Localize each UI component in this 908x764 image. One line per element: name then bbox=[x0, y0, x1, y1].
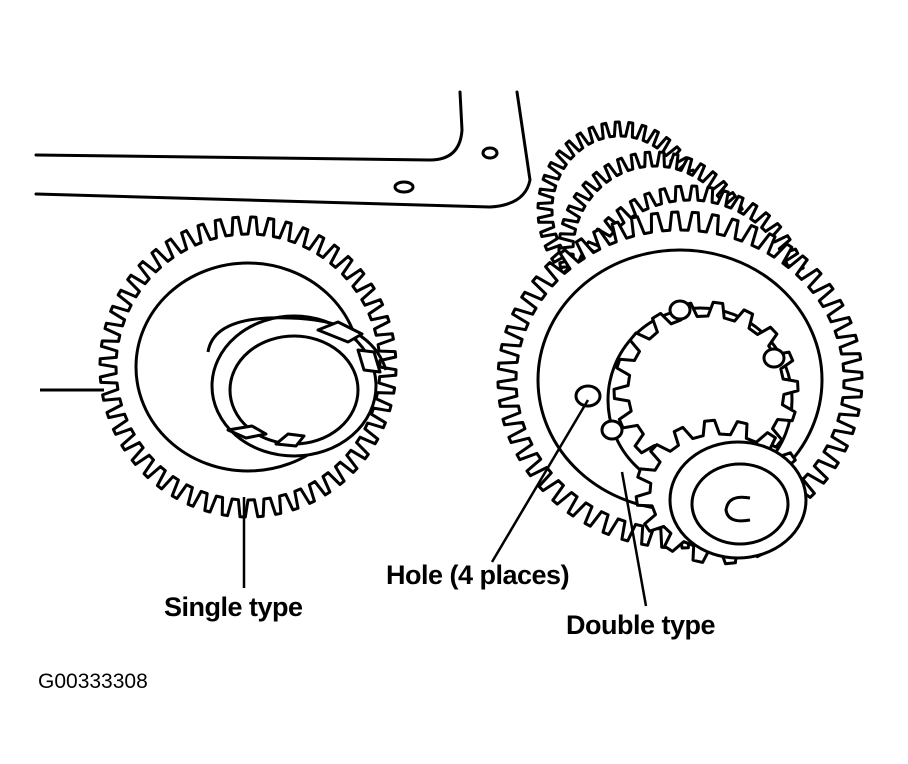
hole-leader bbox=[490, 399, 590, 563]
double-type-gear bbox=[496, 210, 864, 566]
single-gear-tab bbox=[226, 424, 268, 440]
single-type-gear bbox=[98, 215, 398, 519]
double-gear-bore-mark bbox=[724, 495, 751, 523]
single-type-label: Single type bbox=[164, 592, 303, 622]
hole-label: Hole (4 places) bbox=[386, 560, 570, 590]
single-gear-tab bbox=[274, 432, 306, 448]
double-gear-front-bore bbox=[690, 462, 790, 546]
single-gear-bore-rim bbox=[206, 316, 388, 371]
figure-code: G00333308 bbox=[38, 670, 148, 693]
double-gear-hole bbox=[600, 419, 624, 441]
housing-outline bbox=[34, 90, 532, 209]
double-type-label: Double type bbox=[566, 610, 716, 640]
leader-lines bbox=[242, 399, 648, 607]
single-gear-tab bbox=[356, 348, 382, 374]
double-gear-hole bbox=[574, 384, 602, 408]
double-type-leader bbox=[620, 471, 648, 607]
double-gear-hole bbox=[762, 347, 786, 369]
double-gear-hole bbox=[668, 299, 692, 321]
single-gear-tab bbox=[316, 320, 364, 344]
